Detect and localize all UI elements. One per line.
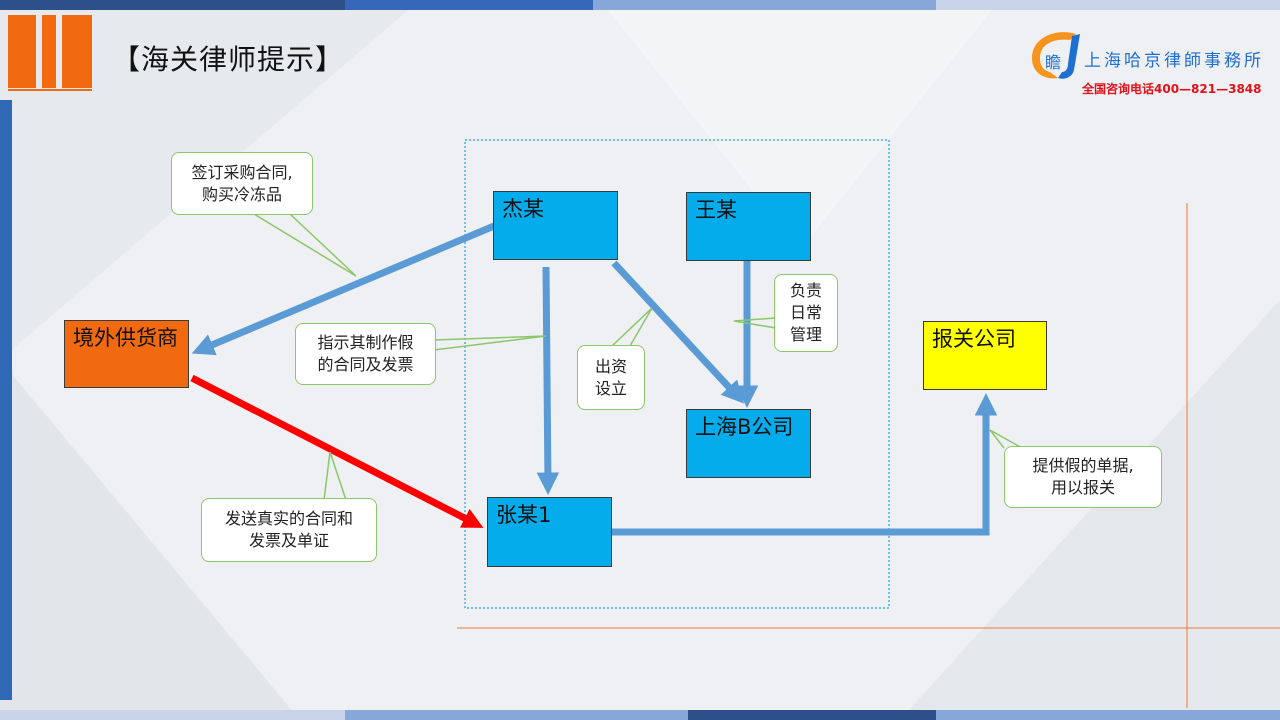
node-overseas-supplier: 境外供货商 <box>64 320 189 388</box>
node-zhang: 张某1 <box>487 497 612 567</box>
arrow-jie-to-shanghai-b <box>611 260 745 404</box>
callout-send-real: 发送真实的合同和 发票及单证 <box>201 498 377 562</box>
node-jie: 杰某 <box>493 191 618 260</box>
phone-number: 全国咨询电话400—821—3848 <box>1082 82 1262 96</box>
page-title: 【海关律师提示】 <box>112 43 345 76</box>
callout-instruct-fake: 指示其制作假 的合同及发票 <box>295 323 436 385</box>
callout-invest: 出资 设立 <box>577 345 645 410</box>
arrow-zhang-to-broker <box>612 393 998 536</box>
node-customs-broker: 报关公司 <box>923 321 1047 390</box>
firm-name: 上海哈京律師事務所 <box>1084 51 1264 71</box>
node-shanghai-b-company: 上海B公司 <box>686 409 811 478</box>
node-wang: 王某 <box>686 192 811 261</box>
callout-daily-management: 负责 日常 管理 <box>774 274 838 352</box>
arrow-jie-to-supplier <box>191 222 496 356</box>
logo-glyph: 瞻 <box>1045 53 1061 72</box>
callout-provide-fake: 提供假的单据, 用以报关 <box>1004 446 1162 508</box>
firm-logo-icon: 瞻 <box>1032 32 1080 79</box>
callout-sign-contract: 签订采购合同, 购买冷冻品 <box>171 152 313 215</box>
arrow-supplier-to-zhang <box>190 374 484 528</box>
arrow-jie-to-zhang <box>536 266 560 495</box>
